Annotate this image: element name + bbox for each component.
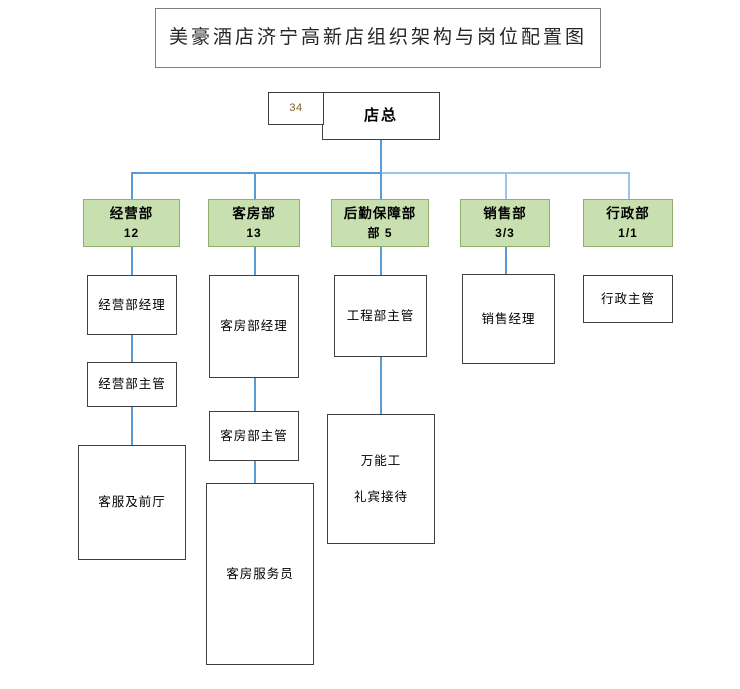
role-node-operations-supervisor[interactable]: 经营部主管 [87, 362, 177, 407]
role-node-engineering-supervisor[interactable]: 工程部主管 [334, 275, 427, 357]
department-count-5: 1/1 [618, 226, 638, 241]
department-node-4[interactable]: 销售部 3/3 [460, 199, 550, 247]
connector-bus-to-dept-2 [254, 172, 256, 200]
department-name-4: 销售部 [483, 205, 527, 221]
role-node-handyman-concierge[interactable]: 万能工 礼宾接待 [327, 414, 435, 544]
department-count-3: 部 5 [367, 226, 393, 241]
role-node-housekeeping-manager[interactable]: 客房部经理 [209, 275, 299, 378]
role-node-customer-service-front-office[interactable]: 客服及前厅 [78, 445, 186, 560]
connector-role1-to-role2 [131, 335, 133, 362]
department-count-2: 13 [246, 226, 262, 241]
root-headcount-badge: 34 [268, 92, 324, 125]
department-count-1: 12 [123, 226, 140, 241]
department-count-4: 3/3 [495, 226, 515, 241]
role-label-concierge: 礼宾接待 [353, 490, 408, 504]
connector-bus-to-dept-1 [131, 172, 133, 200]
department-node-3[interactable]: 后勤保障部 部 5 [331, 199, 429, 247]
connector-hksup-to-attendant [254, 461, 256, 483]
connector-bus-right [381, 172, 628, 174]
connector-root-to-bus [380, 140, 382, 173]
role-node-operations-manager[interactable]: 经营部经理 [87, 275, 177, 335]
connector-dept1-to-role1 [131, 247, 133, 275]
connector-role2-to-role3 [131, 407, 133, 445]
department-node-2[interactable]: 客房部 13 [208, 199, 300, 247]
connector-bus-to-dept-5 [628, 172, 630, 200]
role-node-housekeeping-supervisor[interactable]: 客房部主管 [209, 411, 299, 461]
department-name-5: 行政部 [606, 205, 650, 221]
connector-dept4-to-role1 [505, 247, 507, 274]
connector-bus-to-dept-3 [380, 172, 382, 200]
department-name-2: 客房部 [232, 205, 276, 221]
connector-dept2-to-role1 [254, 247, 256, 275]
role-label-handyman: 万能工 [360, 453, 402, 468]
department-name-3: 后勤保障部 [343, 205, 417, 221]
role-node-sales-manager[interactable]: 销售经理 [462, 274, 555, 364]
connector-engsup-to-handyman [380, 357, 382, 414]
connector-hkmgr-to-hksup [254, 378, 256, 411]
department-node-1[interactable]: 经营部 12 [83, 199, 180, 247]
role-node-room-attendant[interactable]: 客房服务员 [206, 483, 314, 665]
role-node-admin-supervisor[interactable]: 行政主管 [583, 275, 673, 323]
department-node-5[interactable]: 行政部 1/1 [583, 199, 673, 247]
connector-bus-to-dept-4 [505, 172, 507, 200]
chart-title: 美豪酒店济宁高新店组织架构与岗位配置图 [155, 8, 601, 68]
connector-bus-left [131, 172, 381, 174]
connector-dept3-to-role1 [380, 247, 382, 275]
department-name-1: 经营部 [109, 205, 154, 221]
root-node-general-manager[interactable]: 店总 [322, 92, 440, 140]
